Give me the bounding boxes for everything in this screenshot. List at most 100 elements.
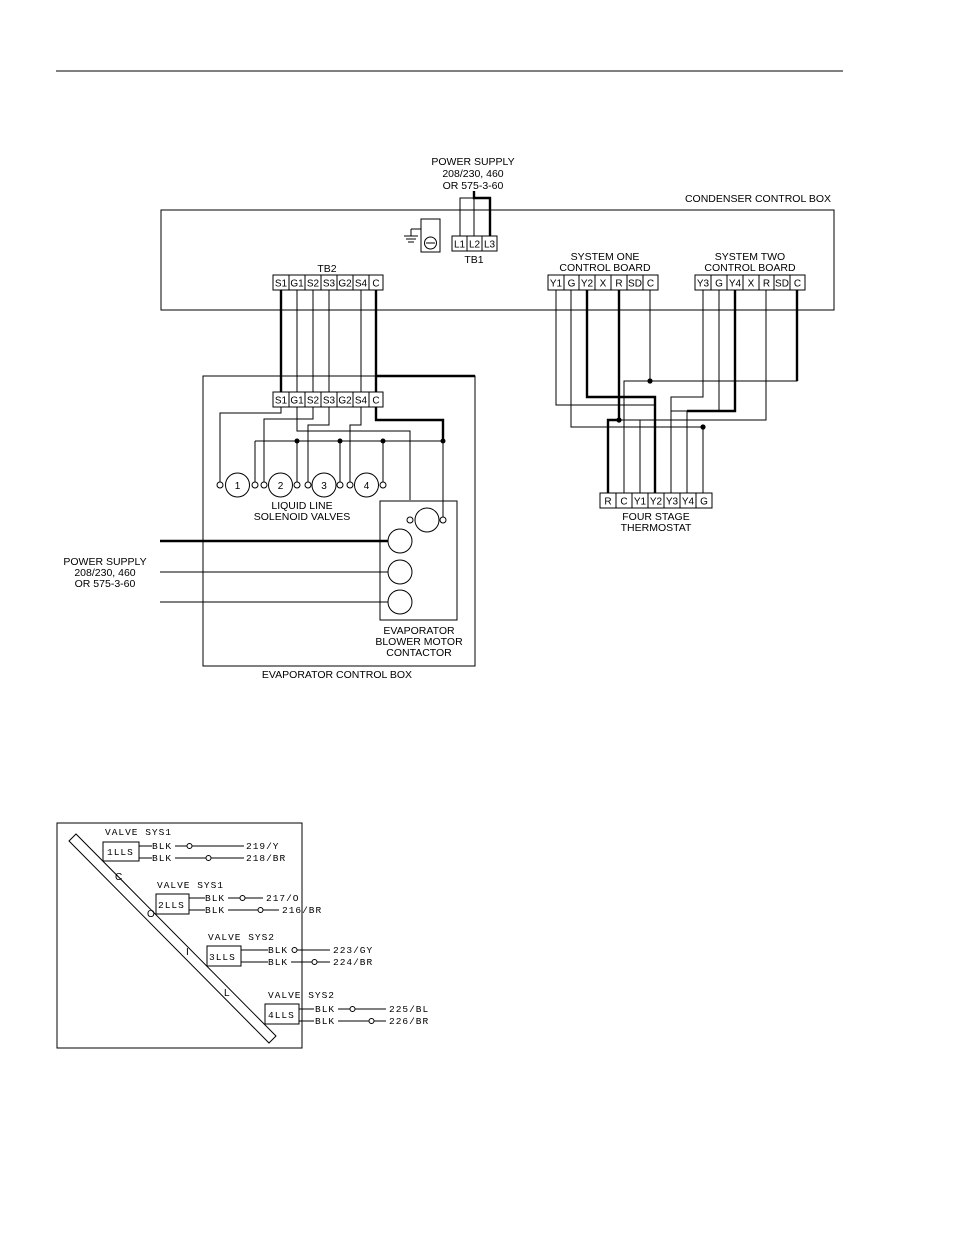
sys1-term-sd: SD <box>628 279 642 290</box>
coil-group-3-wire-a: BLK <box>268 945 288 956</box>
left-supply-line3: OR 575-3-60 <box>75 578 136 590</box>
coil-group-3: VALVE SYS2 3LLS BLK BLK 223/GY 224/BR <box>206 932 372 968</box>
evap-term-s3: S3 <box>323 396 336 407</box>
ground-lug-icon <box>420 218 441 253</box>
coil-group-1-id-b: 218/BR <box>246 853 286 864</box>
coil-group-3-tag-box <box>206 945 242 967</box>
tb1-label-l2: L2 <box>469 240 481 251</box>
coil-group-2-id-b: 216/BR <box>282 905 322 916</box>
system-one-line1: SYSTEM ONE <box>571 251 640 263</box>
sys2-term-r: R <box>763 279 770 290</box>
coil-group-1-id-a: 219/Y <box>246 841 280 852</box>
coil-letter-o: O <box>147 909 155 920</box>
contactor-pole-2 <box>387 559 413 585</box>
solenoid-valve-1: 1 <box>216 472 259 498</box>
valves-label-line2: SOLENOID VALVES <box>254 511 350 523</box>
tstat-term-r: R <box>604 497 611 508</box>
evaporator-control-box <box>202 375 476 667</box>
tb1-label-l3: L3 <box>484 240 496 251</box>
thermostat-label-line2: THERMOSTAT <box>621 522 692 534</box>
coil-group-2-tag: 2LLS <box>158 900 185 911</box>
sys1-term-y2: Y2 <box>581 279 594 290</box>
sys1-term-c: C <box>647 279 654 290</box>
blower-motor-contactor: EVAPORATOR BLOWER MOTOR CONTACTOR <box>375 500 463 659</box>
coil-group-1-title: VALVE SYS1 <box>105 827 172 838</box>
tstat-term-y1: Y1 <box>634 497 647 508</box>
coil-group-3-tag: 3LLS <box>209 952 236 963</box>
coil-group-4-wire-a: BLK <box>315 1004 335 1015</box>
coil-group-1-wire-a: BLK <box>152 841 172 852</box>
tb2-term-s3: S3 <box>323 279 336 290</box>
sys2-term-y3: Y3 <box>697 279 710 290</box>
tb1-label-l1: L1 <box>454 240 466 251</box>
condenser-control-box <box>160 209 835 311</box>
tstat-term-y2: Y2 <box>650 497 663 508</box>
valve-number-1: 1 <box>235 481 241 492</box>
tb2-term-s4: S4 <box>355 279 368 290</box>
tb1-terminal-l3 <box>481 235 498 252</box>
coil-group-4-id-a: 225/BL <box>389 1004 429 1015</box>
evap-term-c: C <box>372 396 379 407</box>
coil-group-4-title: VALVE SYS2 <box>268 990 335 1001</box>
four-stage-thermostat: R C Y1 Y2 Y3 Y4 G FOUR STAGE THERMOSTAT <box>599 492 713 534</box>
sys1-term-g: G <box>568 279 576 290</box>
system-two-control-board: SYSTEM TWO CONTROL BOARD Y3 G Y4 X R SD … <box>694 251 806 291</box>
system-one-control-board: SYSTEM ONE CONTROL BOARD Y1 G Y2 X R SD … <box>547 251 659 291</box>
sys1-term-r: R <box>615 279 622 290</box>
coil-group-1-wire-b: BLK <box>152 853 172 864</box>
coil-group-2: VALVE SYS1 2LLS BLK BLK 217/O 216/BR <box>155 880 322 916</box>
coil-group-4-tag: 4LLS <box>268 1010 295 1021</box>
evap-term-s4: S4 <box>355 396 368 407</box>
tb1-terminal-block: L1 L2 L3 TB1 <box>451 235 498 266</box>
condenser-box-label: CONDENSER CONTROL BOX <box>685 193 831 205</box>
coil-group-4: VALVE SYS2 4LLS BLK BLK 225/BL 226/BR <box>264 990 429 1027</box>
tb2-term-g1: G1 <box>290 279 304 290</box>
left-supply-line2: 208/230, 460 <box>74 567 135 579</box>
contactor-label-line2: BLOWER MOTOR <box>375 636 463 648</box>
contactor-label-line3: CONTACTOR <box>386 647 452 659</box>
contactor-label-line1: EVAPORATOR <box>383 625 455 637</box>
left-supply-line1: POWER SUPPLY <box>63 556 146 568</box>
contactor-pole-1 <box>387 528 413 554</box>
coil-letter-c: C <box>115 872 122 883</box>
coil-detail-frame <box>56 822 303 1049</box>
sys2-term-y4: Y4 <box>729 279 742 290</box>
top-power-supply-label: POWER SUPPLY 208/230, 460 OR 575-3-60 <box>431 156 514 192</box>
coil-group-3-wire-b: BLK <box>268 957 288 968</box>
solenoid-valves: 1 2 3 4 LIQUID LINE SOLENOID VALVES <box>216 472 387 523</box>
evap-term-s2: S2 <box>307 396 320 407</box>
contactor-pole-3 <box>387 589 413 615</box>
tb2-term-s2: S2 <box>307 279 320 290</box>
thermostat-label-line1: FOUR STAGE <box>622 511 689 523</box>
sys2-term-x: X <box>748 279 755 290</box>
tstat-term-y3: Y3 <box>666 497 679 508</box>
sys1-term-x: X <box>600 279 607 290</box>
tstat-term-c: C <box>620 497 627 508</box>
top-supply-line1: POWER SUPPLY <box>431 156 514 168</box>
coil-strip <box>68 833 277 1044</box>
coil-group-2-tag-box <box>155 893 190 915</box>
coil-group-2-title: VALVE SYS1 <box>157 880 224 891</box>
tb2-term-c: C <box>372 279 379 290</box>
valve-number-4: 4 <box>364 481 370 492</box>
sys1-term-y1: Y1 <box>550 279 563 290</box>
coil-group-3-title: VALVE SYS2 <box>208 932 275 943</box>
coil-letter-l: L <box>224 988 230 999</box>
evap-term-s1: S1 <box>275 396 288 407</box>
valve-number-2: 2 <box>278 481 284 492</box>
sys2-term-c: C <box>794 279 801 290</box>
coil-group-4-id-b: 226/BR <box>389 1016 429 1027</box>
contactor-coil <box>414 507 440 533</box>
tb2-term-g2: G2 <box>338 279 352 290</box>
tstat-term-y4: Y4 <box>682 497 695 508</box>
tb2-terminal-block: TB2 S1 G1 S2 S3 G2 S4 C <box>272 263 384 291</box>
tstat-term-g: G <box>700 497 708 508</box>
evap-term-g1: G1 <box>290 396 304 407</box>
evap-term-g2: G2 <box>338 396 352 407</box>
coil-group-2-wire-b: BLK <box>205 905 225 916</box>
evap-internal-wiring <box>219 407 446 520</box>
coil-group-2-id-a: 217/O <box>266 893 300 904</box>
system-two-line2: CONTROL BOARD <box>704 262 796 274</box>
coil-group-1-tag: 1LLS <box>107 847 134 858</box>
